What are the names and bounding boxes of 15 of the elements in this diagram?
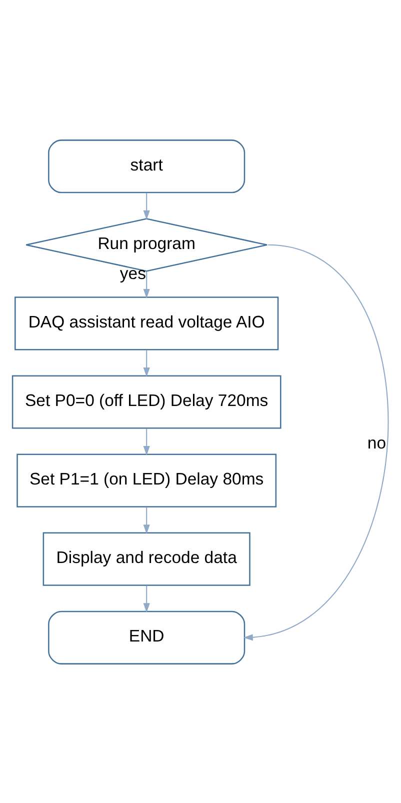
arrow [143,192,150,220]
node-box: END [48,610,246,664]
edge-label: no [367,433,386,452]
node-diamond: Run program [26,218,268,272]
node-box: start [48,139,246,193]
node-box: Display and recode data [42,532,250,586]
node-box: DAQ assistant read voltage AIO [14,296,279,350]
node-box: Set P0=0 (off LED) Delay 720ms [12,374,282,428]
arrow [143,270,150,298]
arrow [243,244,388,640]
arrow [143,349,150,376]
arrow [143,506,150,534]
arrow [143,428,150,455]
arrow [143,585,150,612]
node-box: Set P1=1 (on LED) Delay 80ms [16,453,277,507]
